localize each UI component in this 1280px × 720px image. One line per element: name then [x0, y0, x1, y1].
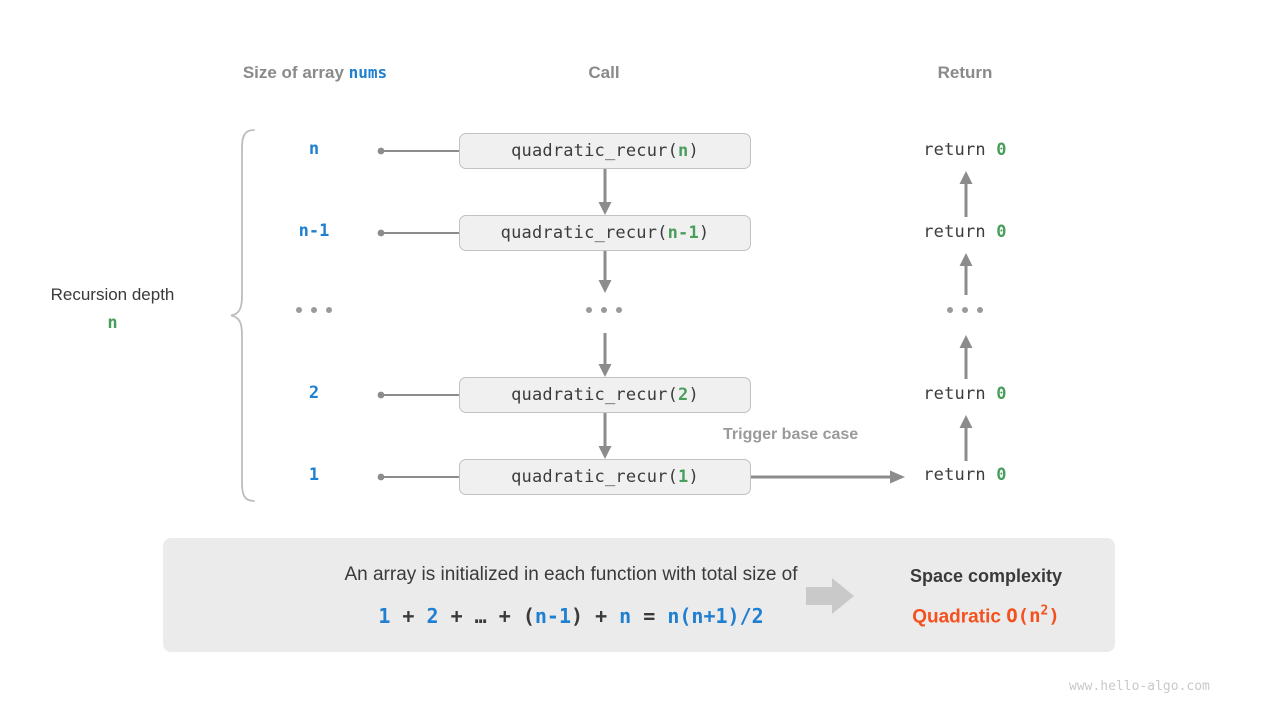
watermark: www.hello-algo.com [1069, 679, 1210, 694]
size-value-row-1: n [308, 139, 320, 159]
return-arrow-5-to-4 [957, 413, 975, 461]
header-size-label: Size of array [242, 63, 349, 82]
connector-line-row-1 [376, 141, 468, 161]
call-box-row-5[interactable]: quadratic_recur(1) [459, 459, 751, 495]
space-complexity-value: Quadratic O(n2) [881, 604, 1091, 628]
connector-line-row-5 [376, 467, 468, 487]
call-box-arg-row-2: n-1 [667, 223, 699, 243]
return-row-4: return 0 [865, 384, 1065, 404]
connector-line-row-4 [376, 385, 468, 405]
size-value-row-2: n-1 [298, 221, 330, 241]
call-box-arg-row-4: 2 [678, 385, 689, 405]
call-arrow-2-to-ellipsis [596, 251, 614, 295]
call-arrow-ellipsis-to-4 [596, 333, 614, 379]
header-return: Return [937, 63, 993, 82]
summary-arrow-icon [804, 576, 856, 616]
header-nums-code: nums [348, 63, 388, 82]
return-keyword-row-4: return [923, 384, 986, 404]
recursion-depth-label: Recursion depth [50, 285, 175, 304]
recursion-depth-block: Recursion depth n [10, 285, 215, 333]
return-value-row-2: 0 [996, 222, 1007, 242]
call-box-name-row-4: quadratic_recur [511, 385, 668, 405]
return-arrow-2-to-1 [957, 169, 975, 217]
trigger-base-case-label: Trigger base case [723, 426, 859, 443]
complexity-bigo-close: ) [1048, 605, 1060, 628]
return-arrow-4-to-ellipsis [957, 333, 975, 379]
complexity-exponent: 2 [1040, 604, 1049, 619]
return-arrow-ellipsis-to-2 [957, 251, 975, 295]
recursion-depth-value: n [107, 313, 118, 333]
call-box-row-1[interactable]: quadratic_recur(n) [459, 133, 751, 169]
summary-description: An array is initialized in each function… [344, 564, 798, 585]
call-box-row-4[interactable]: quadratic_recur(2) [459, 377, 751, 413]
return-value-row-5: 0 [996, 465, 1007, 485]
recursion-depth-brace [228, 128, 258, 503]
call-box-name-row-2: quadratic_recur [500, 223, 658, 243]
return-keyword-row-2: return [923, 222, 986, 242]
call-arrow-1-to-2 [596, 169, 614, 217]
return-row-2: return 0 [865, 222, 1065, 242]
size-ellipsis-row-3 [296, 307, 332, 313]
connector-line-row-2 [376, 223, 468, 243]
call-arrow-4-to-5 [596, 413, 614, 461]
call-box-arg-row-5: 1 [678, 467, 689, 487]
call-box-arg-row-1: n [678, 141, 689, 161]
return-keyword-row-1: return [923, 140, 986, 160]
space-complexity-title: Space complexity [909, 566, 1063, 586]
base-case-arrow [751, 467, 907, 487]
return-value-row-1: 0 [996, 140, 1007, 160]
return-row-1: return 0 [865, 140, 1065, 160]
summary-panel: An array is initialized in each function… [163, 538, 1115, 652]
size-value-row-5: 1 [308, 465, 320, 485]
call-box-name-row-1: quadratic_recur [511, 141, 668, 161]
return-value-row-4: 0 [996, 384, 1007, 404]
summary-formula: 1 + 2 + … + (n-1) + n = n(n+1)/2 [378, 604, 764, 628]
return-ellipsis-row-3 [947, 307, 983, 313]
size-value-row-4: 2 [308, 383, 320, 403]
return-row-5: return 0 [865, 465, 1065, 485]
call-box-row-2[interactable]: quadratic_recur(n-1) [459, 215, 751, 251]
complexity-name: Quadratic [912, 606, 1001, 628]
call-ellipsis-row-3 [586, 307, 622, 313]
return-keyword-row-5: return [923, 465, 986, 485]
header-call: Call [588, 63, 620, 82]
call-box-name-row-5: quadratic_recur [511, 467, 668, 487]
complexity-bigo-open: O(n [1006, 605, 1041, 628]
header-size-of-array: Size of array nums [195, 63, 435, 83]
